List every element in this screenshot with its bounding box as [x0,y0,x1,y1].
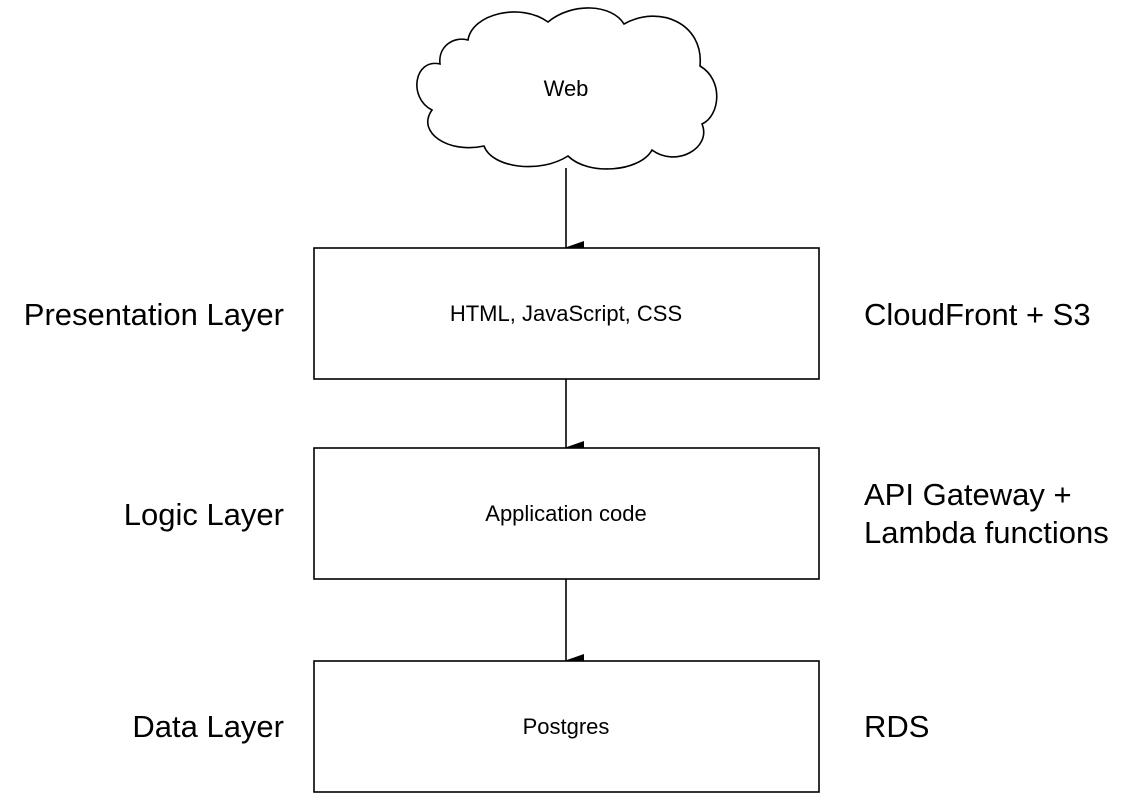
presentation-box [313,247,820,380]
web-label: Web [544,76,589,101]
logic-layer-label: Logic Layer [123,497,284,532]
logic-service-label: API Gateway + Lambda functions [864,476,1109,552]
presentation-box-label: HTML, JavaScript, CSS [450,301,682,326]
logic-service-line-1: API Gateway + [864,477,1072,512]
logic-service-line-2: Lambda functions [864,515,1109,550]
data-box-label: Postgres [523,714,610,739]
logic-box-label: Application code [485,501,646,526]
data-box [313,660,820,793]
web-cloud-shape [416,7,718,170]
data-service-label: RDS [864,709,930,744]
data-layer-label: Data Layer [132,709,284,744]
presentation-service-label: CloudFront + S3 [864,297,1091,332]
logic-box [313,447,820,580]
presentation-layer-label: Presentation Layer [23,297,284,332]
